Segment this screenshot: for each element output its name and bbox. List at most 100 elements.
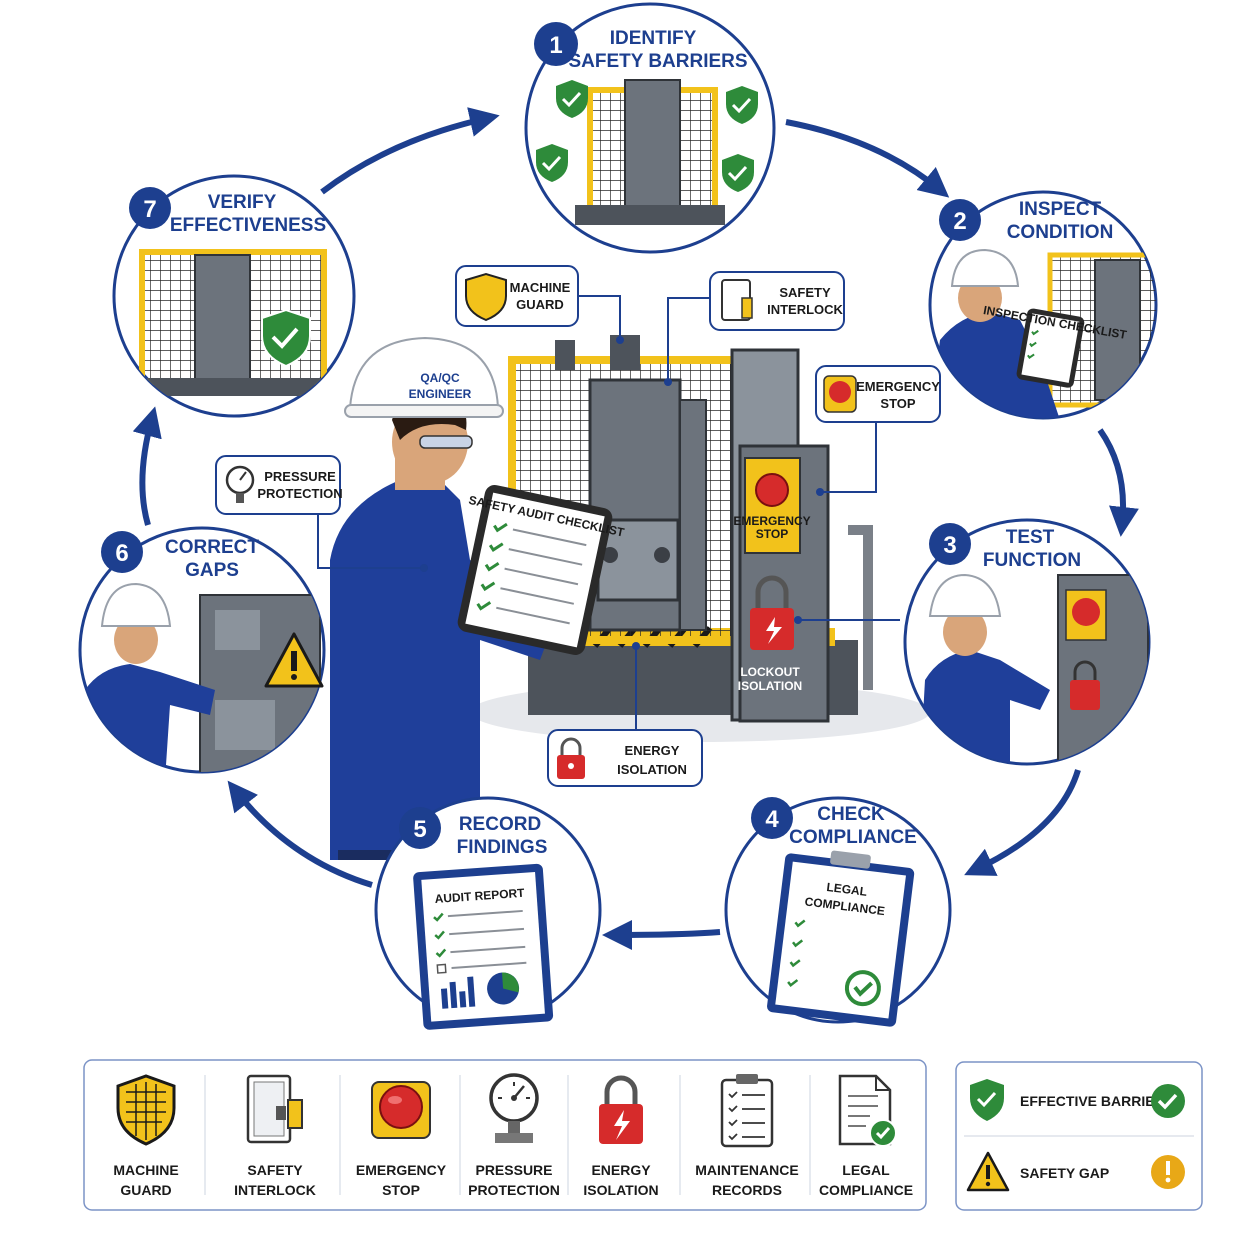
callout-energy-isolation-1: ENERGY xyxy=(625,743,680,758)
machine-lockout-label-2: ISOLATION xyxy=(738,679,802,693)
step-number-badge xyxy=(939,199,981,241)
legend-maintenance-records: MAINTENANCE RECORDS xyxy=(695,1074,799,1198)
callout-safety-interlock: SAFETY INTERLOCK xyxy=(664,271,845,386)
callout-emergency-stop-2: STOP xyxy=(880,396,915,411)
shield-grid-icon xyxy=(465,272,507,322)
legend-machine-guard: MACHINE GUARD xyxy=(113,1074,179,1198)
legend-label-7b: COMPLIANCE xyxy=(819,1182,913,1198)
legend-legal-compliance: LEGAL COMPLIANCE xyxy=(819,1074,913,1198)
machine-estop-label-1: EMERGENCY xyxy=(733,514,810,528)
step-2-number: 2 xyxy=(953,208,966,235)
callout-emergency-stop-1: EMERGENCY xyxy=(856,379,940,394)
arrow-2-to-3 xyxy=(1097,428,1139,537)
callout-machine-guard-2: GUARD xyxy=(516,297,564,312)
step-number-badge xyxy=(399,807,441,849)
callout-pressure-protection-2: PROTECTION xyxy=(257,486,342,501)
legend-energy-isolation: ENERGY ISOLATION xyxy=(583,1075,659,1198)
step-5-title-1: RECORD xyxy=(459,814,541,835)
step-3-title-2: FUNCTION xyxy=(983,550,1081,571)
legend-safety-interlock: SAFETY INTERLOCK xyxy=(234,1074,316,1198)
step-1-title-2: SAFETY BARRIERS xyxy=(568,51,747,72)
step-2-title-1: INSPECT xyxy=(1019,199,1102,220)
step-5-doc-title: AUDIT REPORT xyxy=(434,886,525,906)
step-5-number: 5 xyxy=(413,816,426,843)
key-label-gap: SAFETY GAP xyxy=(1020,1165,1109,1181)
step-number-badge xyxy=(751,797,793,839)
arrow-3-to-4 xyxy=(964,769,1081,876)
legend-label-4a: PRESSURE xyxy=(475,1162,552,1178)
step-number-badge xyxy=(534,22,578,66)
legend-panel: MACHINE GUARD SAFETY INTERLOCK EMERGENCY… xyxy=(83,1059,927,1211)
callout-emergency-stop: EMERGENCY STOP xyxy=(815,365,941,496)
arrow-1-to-2 xyxy=(785,119,950,198)
green-shield-check-icon xyxy=(536,144,568,182)
machine-lockout-label-1: LOCKOUT xyxy=(740,665,800,679)
step-7-number: 7 xyxy=(143,196,156,223)
callout-pressure-protection-1: PRESSURE xyxy=(264,469,336,484)
legend-label-3b: STOP xyxy=(382,1182,420,1198)
step-4-title-2: COMPLIANCE xyxy=(789,827,917,848)
key-label-effective: EFFECTIVE BARRIER xyxy=(1020,1093,1165,1109)
step-7-title-1: VERIFY xyxy=(208,192,277,213)
step-7-verify: 7 VERIFY EFFECTIVENESS xyxy=(112,174,356,418)
step-1-number: 1 xyxy=(549,32,562,59)
step-6-title-2: GAPS xyxy=(185,560,239,581)
legend-label-1a: MACHINE xyxy=(113,1162,178,1178)
arrow-6-to-7 xyxy=(132,406,162,526)
machine-estop-label-2: STOP xyxy=(756,527,788,541)
step-number-badge xyxy=(101,531,143,573)
green-shield-check-icon xyxy=(261,308,311,368)
green-shield-check-icon xyxy=(556,80,588,118)
legend-emergency-stop: EMERGENCY STOP xyxy=(356,1081,447,1198)
step-2-title-2: CONDITION xyxy=(1007,222,1114,243)
green-shield-check-icon xyxy=(970,1079,1004,1121)
step-6-title-1: CORRECT xyxy=(165,537,259,558)
legend-label-6a: MAINTENANCE xyxy=(695,1162,798,1178)
step-1-identify: 1 IDENTIFY SAFETY BARRIERS xyxy=(524,2,776,254)
step-6-number: 6 xyxy=(115,540,128,567)
step-5-title-2: FINDINGS xyxy=(457,837,548,858)
legend-label-2a: SAFETY xyxy=(247,1162,303,1178)
green-shield-check-icon xyxy=(726,86,758,124)
legend-label-7a: LEGAL xyxy=(842,1162,890,1178)
step-number-badge xyxy=(929,523,971,565)
step-4-check: LEGAL COMPLIANCE 4 CHECK COMPLIANCE xyxy=(724,796,952,1027)
step-3-title-1: TEST xyxy=(1006,527,1055,548)
step-7-title-2: EFFECTIVENESS xyxy=(170,215,326,236)
legend-label-1b: GUARD xyxy=(120,1182,171,1198)
engineer-helmet-label-2: ENGINEER xyxy=(409,387,472,401)
step-4-number: 4 xyxy=(765,806,779,833)
callout-safety-interlock-1: SAFETY xyxy=(779,285,831,300)
legend-label-5a: ENERGY xyxy=(591,1162,651,1178)
step-4-doc-1: LEGAL xyxy=(826,880,868,899)
legend-label-3a: EMERGENCY xyxy=(356,1162,447,1178)
legend-pressure-protection: PRESSURE PROTECTION xyxy=(468,1073,560,1198)
legend-label-5b: ISOLATION xyxy=(583,1182,658,1198)
callout-safety-interlock-2: INTERLOCK xyxy=(767,302,843,317)
key-safety-gap: SAFETY GAP xyxy=(966,1151,1185,1192)
arrow-7-to-1 xyxy=(320,107,500,195)
step-number-badge xyxy=(129,187,171,229)
callout-pressure-protection: PRESSURE PROTECTION xyxy=(215,455,428,572)
legal-compliance-document: LEGAL COMPLIANCE xyxy=(767,850,915,1027)
step-5-record: AUDIT REPORT 5 RECORD FINDINGS xyxy=(374,796,602,1030)
legend-label-2b: INTERLOCK xyxy=(234,1182,316,1198)
arrow-5-to-6 xyxy=(227,780,373,888)
step-4-title-1: CHECK xyxy=(817,804,885,825)
legend-label-6b: RECORDS xyxy=(712,1182,782,1198)
step-3-number: 3 xyxy=(943,532,956,559)
arrow-4-to-5 xyxy=(602,919,721,950)
green-shield-check-icon xyxy=(722,154,754,192)
cycle-arrows xyxy=(132,107,1139,950)
warning-triangle-icon xyxy=(264,632,324,688)
check-circle-icon xyxy=(1151,1084,1185,1118)
engineer-tablet: SAFETY AUDIT CHECKLIST xyxy=(457,484,626,656)
step-3-test: 3 TEST FUNCTION xyxy=(903,518,1151,766)
step-2-inspect: INSPECTION CHECKLIST 2 INSPECT CONDITION xyxy=(928,190,1158,420)
key-panel: EFFECTIVE BARRIER SAFETY GAP xyxy=(955,1061,1203,1211)
engineer-helmet-label-1: QA/QC xyxy=(420,371,460,385)
legend-label-4b: PROTECTION xyxy=(468,1182,560,1198)
audit-report-document: AUDIT REPORT xyxy=(413,863,554,1030)
callout-machine-guard-1: MACHINE xyxy=(510,280,571,295)
